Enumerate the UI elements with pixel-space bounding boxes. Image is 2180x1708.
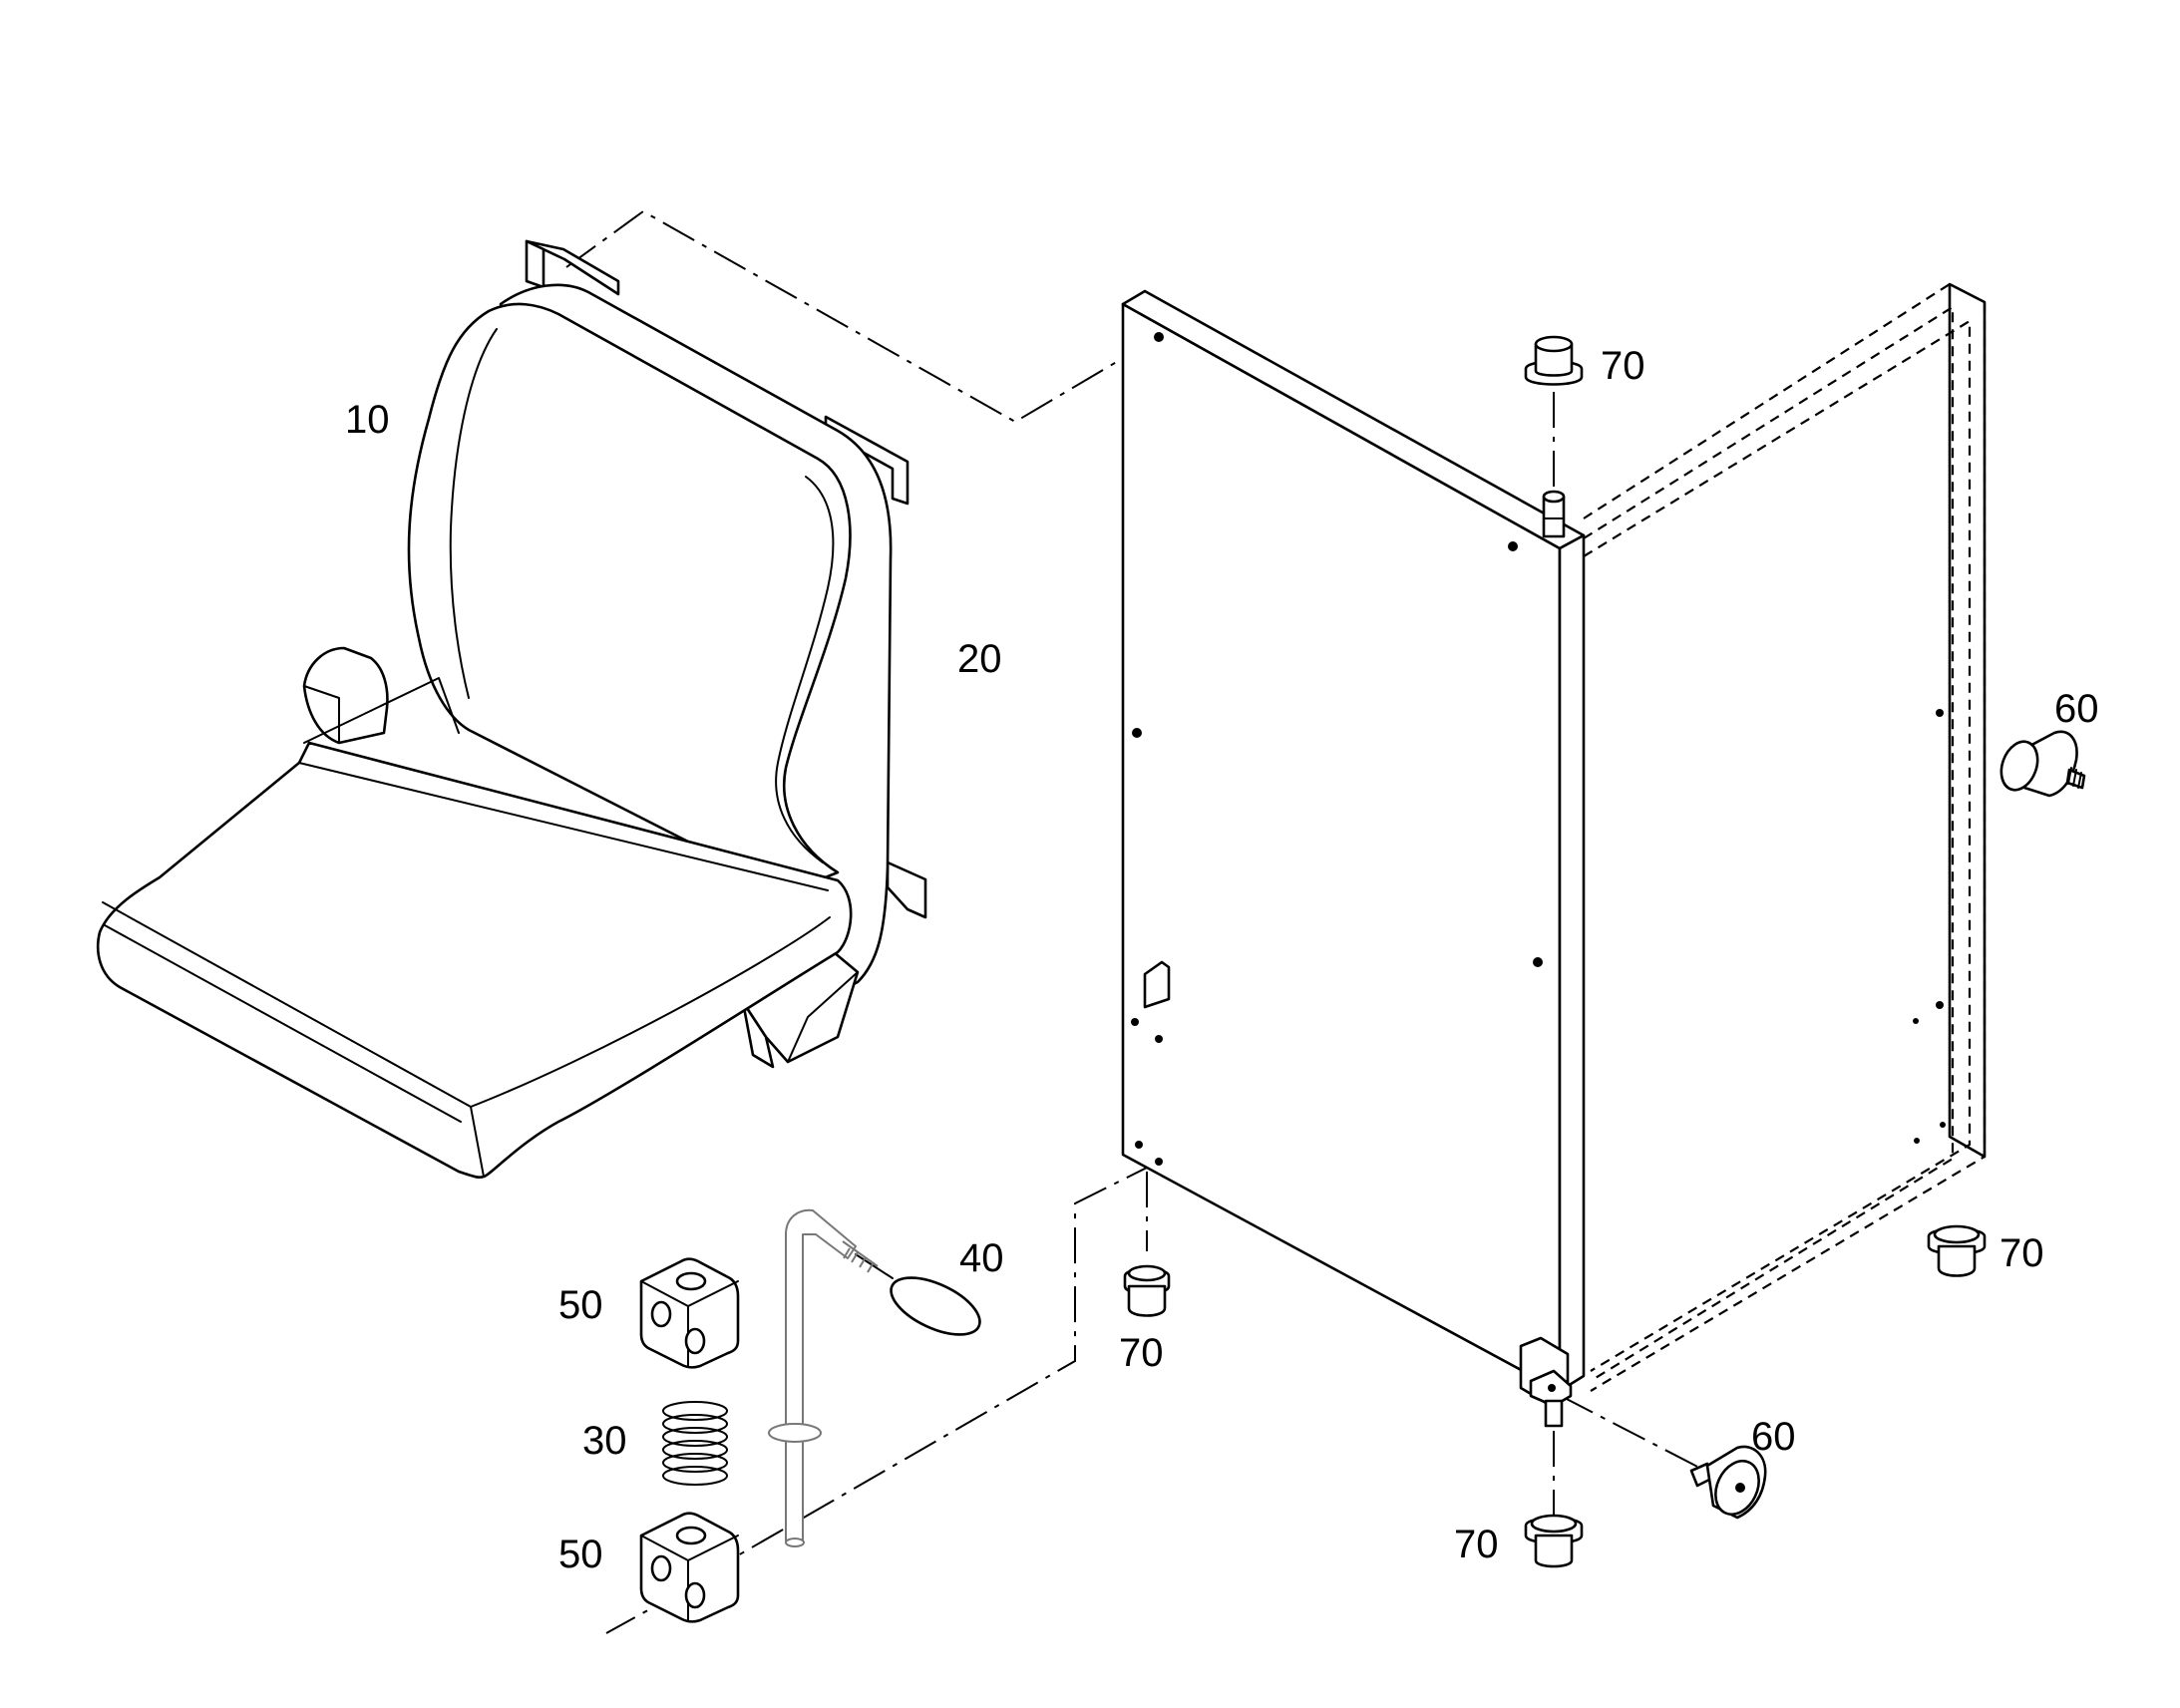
- rear-panel-edge: [1948, 282, 1987, 1159]
- knob: [855, 1253, 981, 1336]
- panel-side-edge: [1558, 533, 1586, 1393]
- bushing-top: [1524, 335, 1584, 386]
- callout-40: 40: [959, 1236, 1004, 1280]
- callout-20: 20: [957, 637, 1002, 681]
- bumper-bottom: [1689, 1445, 1767, 1520]
- bushing-bottom: [1524, 1514, 1584, 1568]
- callout-60-bottom: 60: [1751, 1415, 1796, 1459]
- callout-70-bottom: 70: [1454, 1523, 1499, 1566]
- panel-hidden-outline: [1583, 282, 1987, 1392]
- seat-assembly: [96, 239, 927, 1180]
- callout-50-bottom: 50: [558, 1533, 603, 1576]
- latch-tab: [1143, 960, 1171, 1009]
- callout-70-left: 70: [1119, 1331, 1164, 1375]
- bushing-right: [1927, 1224, 1987, 1277]
- callout-50-top: 50: [558, 1283, 603, 1327]
- callout-30: 30: [582, 1419, 627, 1463]
- callout-10: 10: [345, 398, 390, 442]
- seat-bracket-lower: [886, 860, 927, 919]
- backrest-cushion: [407, 302, 852, 894]
- panel-front-face: [1121, 302, 1562, 1393]
- seat-bracket-top: [525, 239, 620, 296]
- armrest-left: [302, 646, 389, 745]
- clamp-bottom: [639, 1512, 740, 1623]
- callout-60-right: 60: [2054, 687, 2099, 731]
- spring: [662, 1401, 728, 1486]
- bushing-left: [1123, 1264, 1171, 1317]
- callout-70-right: 70: [1999, 1231, 2044, 1275]
- lever-rod: [768, 1208, 879, 1547]
- callout-labels: 10 20 30 40 50 50 60 60 70 70 70 70: [345, 344, 2099, 1576]
- side-panel: [1121, 282, 1987, 1428]
- clamp-top: [639, 1257, 740, 1369]
- bumper-right: [1999, 730, 2086, 798]
- callout-70-top: 70: [1601, 344, 1645, 388]
